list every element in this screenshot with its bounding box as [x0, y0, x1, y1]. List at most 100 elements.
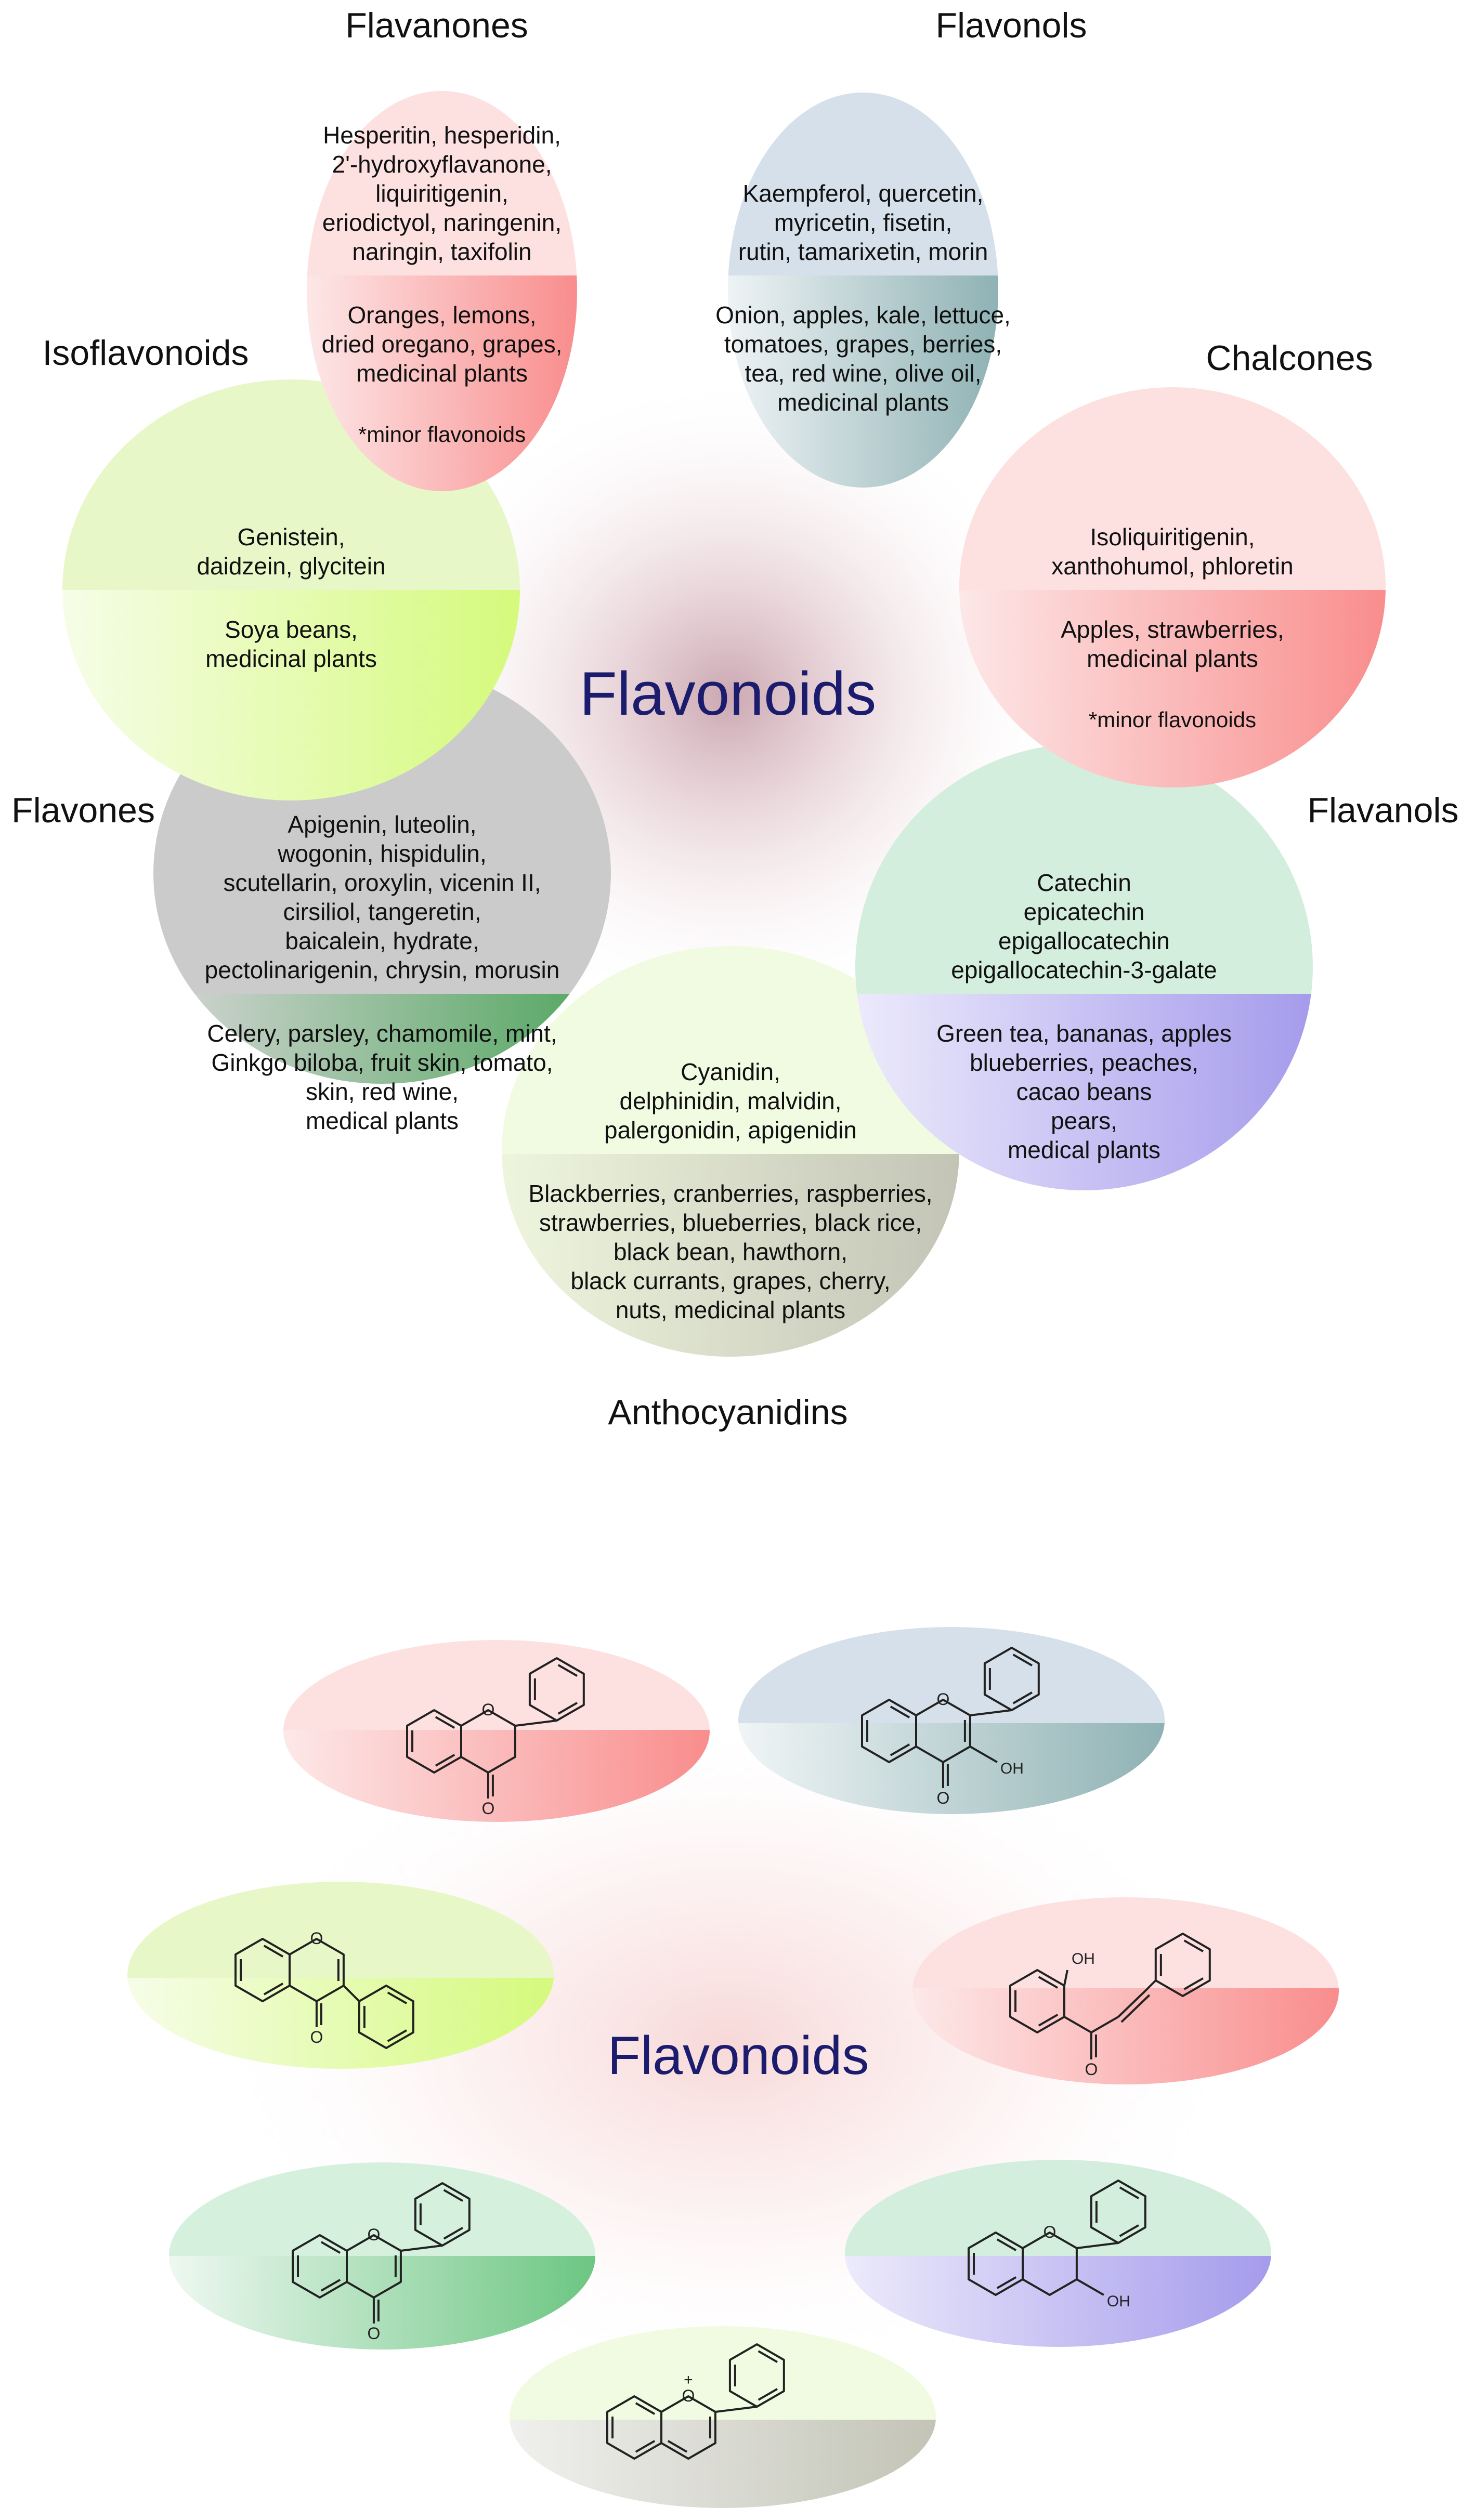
compounds-list: Genistein,daidzein, glycitein: [197, 523, 385, 580]
ring-oxygen-atom: O: [481, 1700, 494, 1719]
compounds-list-line: Catechin: [1037, 869, 1131, 896]
class-circle-flavanones: Hesperitin, hesperidin,2'-hydroxyflavano…: [307, 91, 577, 491]
sources-list-line: tea, red wine, olive oil,: [745, 360, 981, 387]
compounds-list: Hesperitin, hesperidin,2'-hydroxyflavano…: [322, 122, 562, 265]
compounds-list-line: 2'-hydroxyflavanone,: [332, 151, 552, 178]
compounds-list: Cyanidin,delphinidin, malvidin,palergoni…: [604, 1058, 857, 1144]
bottom-title: Flavonoids: [608, 2026, 869, 2086]
compounds-list-line: Kaempferol, quercetin,: [743, 180, 984, 207]
bond: [1038, 1976, 1059, 1989]
sources-list-line: dried oregano, grapes,: [322, 331, 563, 358]
structure-chalcone: OH O: [912, 1897, 1339, 2084]
bond: [387, 1991, 408, 2004]
phenyl-bond: [1076, 2242, 1119, 2249]
sources-list-line: Apples, strawberries,: [1061, 616, 1284, 643]
sources-list-line: tomatoes, grapes, berries,: [724, 331, 1002, 358]
structure-flavone: OO: [169, 2162, 595, 2350]
molecule-flavonol: O O OH: [861, 1647, 1040, 1807]
structure-flavanol: OOH: [845, 2160, 1271, 2347]
bond: [635, 2440, 656, 2453]
bond: [435, 1716, 455, 1729]
compounds-list-line: Hesperitin, hesperidin,: [323, 122, 561, 149]
ring-oxygen-atom: O: [682, 2386, 695, 2405]
structure-flavonol: O O OH: [738, 1627, 1165, 1814]
bond: [1119, 2186, 1140, 2199]
molecule-flavone: OO: [292, 2182, 471, 2343]
sources-list-line: Oranges, lemons,: [347, 301, 536, 329]
structure-bottom-panel: [510, 2420, 936, 2508]
class-name-flavonols: Flavonols: [935, 6, 1087, 45]
sources-list-line: Onion, apples, kale, lettuce,: [715, 301, 1011, 329]
structure-anthocyanidin: O+: [510, 2326, 936, 2508]
phenyl-bond: [515, 1720, 557, 1727]
sources-list-line: cacao beans: [1016, 1078, 1152, 1105]
sources-list-line: skin, red wine,: [306, 1078, 459, 1105]
minor-note: *minor flavonoids: [1089, 707, 1256, 732]
hydroxy-group: OH: [1072, 1950, 1095, 1967]
oxo-atom: O: [481, 1799, 494, 1818]
compounds-list-line: epigallocatechin: [998, 927, 1170, 954]
phenyl-ring: [414, 2182, 471, 2247]
compounds-list-line: scutellarin, oroxylin, vicenin II,: [223, 869, 541, 896]
molecule-isoflavone: OO: [234, 1929, 414, 2049]
sources-list: Blackberries, cranberries, raspberries,s…: [528, 1180, 932, 1323]
bond: [890, 1705, 910, 1718]
bond: [758, 2388, 778, 2401]
phenyl-ring: [728, 2343, 785, 2408]
structure-top-panel: [283, 1640, 710, 1730]
bond: [635, 2402, 656, 2415]
oxo-atom: O: [1085, 2060, 1098, 2079]
bond: [443, 2189, 464, 2202]
phenyl-ring: [358, 1985, 414, 2049]
compounds-list-line: Isoliquiritigenin,: [1090, 523, 1255, 550]
molecule-flavanol: OOH: [968, 2180, 1146, 2310]
compounds-list-line: rutin, tamarixetin, morin: [738, 238, 988, 265]
hydroxy-bond: [969, 1745, 998, 1763]
sources-list: Apples, strawberries,medicinal plants: [1061, 616, 1284, 672]
compounds-list-line: epicatechin: [1024, 898, 1145, 925]
bond: [1183, 1939, 1204, 1952]
compounds-list: Apigenin, luteolin,wogonin, hispidulin,s…: [205, 811, 560, 983]
compounds-list-line: eriodictyol, naringenin,: [322, 209, 562, 236]
oxo-atom: O: [936, 1789, 949, 1807]
compounds-list-line: epigallocatechin-3-galate: [951, 956, 1217, 983]
bond: [1117, 1990, 1146, 2018]
sources-list-line: Blackberries, cranberries, raspberries,: [528, 1180, 932, 1207]
ring-oxygen-atom: O: [936, 1690, 949, 1709]
phenyl-ring: [528, 1657, 585, 1722]
class-circles: Cyanidin,delphinidin, malvidin,palergoni…: [62, 91, 1386, 1357]
compounds-list-line: naringin, taxifolin: [352, 238, 531, 265]
sources-list-line: blueberries, peaches,: [970, 1049, 1198, 1076]
bond: [1120, 1994, 1151, 2023]
class-labels: AnthocyanidinsFlavanolsFlavonesIsoflavon…: [11, 6, 1458, 1432]
phenyl-bond: [400, 2245, 443, 2252]
compounds-list: Kaempferol, quercetin,myricetin, fisetin…: [738, 180, 988, 265]
class-name-anthocyanidins: Anthocyanidins: [608, 1393, 847, 1432]
molecule-chalcone: OH O: [1009, 1933, 1211, 2079]
bond: [1063, 2016, 1092, 2033]
sources-list-line: medicinal plants: [356, 360, 528, 387]
structure-flavanone: OO: [283, 1640, 710, 1822]
sources-list: Soya beans,medicinal plants: [205, 616, 377, 672]
sources-list: Oranges, lemons,dried oregano, grapes,me…: [322, 301, 563, 387]
sources-list-line: pears,: [1051, 1107, 1117, 1134]
compounds-list: Isoliquiritigenin,xanthohumol, phloretin: [1051, 523, 1293, 580]
top-title: Flavonoids: [580, 660, 877, 728]
bond: [890, 1743, 910, 1756]
bond: [387, 2029, 408, 2042]
class-circle-chalcones: Isoliquiritigenin,xanthohumol, phloretin…: [959, 387, 1386, 788]
hydroxy-group: OH: [1000, 1760, 1024, 1777]
ring-oxygen-atom: O: [367, 2225, 380, 2244]
sources-list-line: Celery, parsley, chamomile, mint,: [207, 1020, 557, 1047]
compounds-list-line: liquiritigenin,: [375, 180, 508, 207]
bond: [1038, 2014, 1059, 2027]
molecule-anthocyanidin: O+: [606, 2343, 785, 2460]
bond: [263, 1945, 284, 1958]
compounds-list-line: daidzein, glycitein: [197, 553, 385, 580]
bond: [320, 2279, 341, 2292]
hydroxy-group: OH: [1107, 2293, 1130, 2310]
sources-list-line: medicinal plants: [205, 645, 377, 672]
oxo-atom: O: [310, 2028, 323, 2046]
